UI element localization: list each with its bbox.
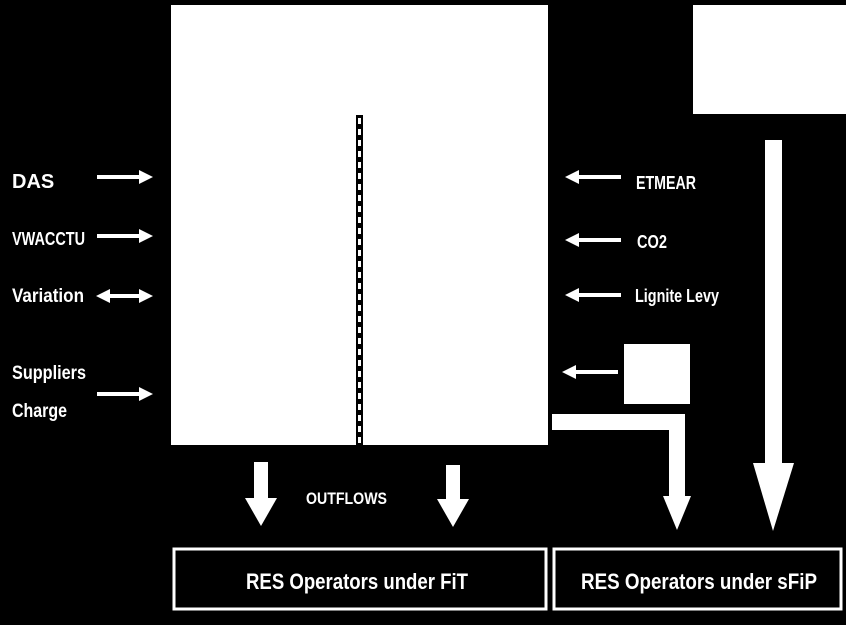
outflows-label: OUTFLOWS [306,489,387,508]
small-inflow-box [624,344,690,404]
vwacctu-arrow [97,229,153,243]
sfip-bent-arrow [552,414,691,530]
variation-label: Variation [12,286,84,307]
variation-double-arrow [96,289,153,303]
etmear-label: ETMEAR [636,173,696,193]
small-box-arrow [562,365,618,379]
co2-arrow [565,233,621,247]
das-label: DAS [12,171,54,193]
co2-label: CO2 [637,232,667,252]
lignite-levy-arrow [565,288,621,302]
sfip-recipient-box [552,547,843,611]
vwacctu-label: VWACCTU [12,229,85,249]
main-account-left-column [171,115,356,445]
charge-label: Charge [12,401,67,422]
fit-recipient-label: RES Operators under FiT [246,569,468,594]
das-arrow [97,170,153,184]
suppliers-label: Suppliers [12,363,86,384]
fit-recipient-box [172,547,548,611]
sfip-account-block [693,5,846,114]
outflow-arrow-right [437,465,469,527]
sfip-long-arrow [753,140,794,531]
main-account-right-column [363,115,548,445]
lignite-levy-label: Lignite Levy [635,286,719,306]
suppliers-charge-arrow [97,387,153,401]
outflow-arrow-left [245,462,277,526]
main-account-top-block [171,5,548,115]
sfip-recipient-label: RES Operators under sFiP [581,569,817,594]
etmear-arrow [565,170,621,184]
